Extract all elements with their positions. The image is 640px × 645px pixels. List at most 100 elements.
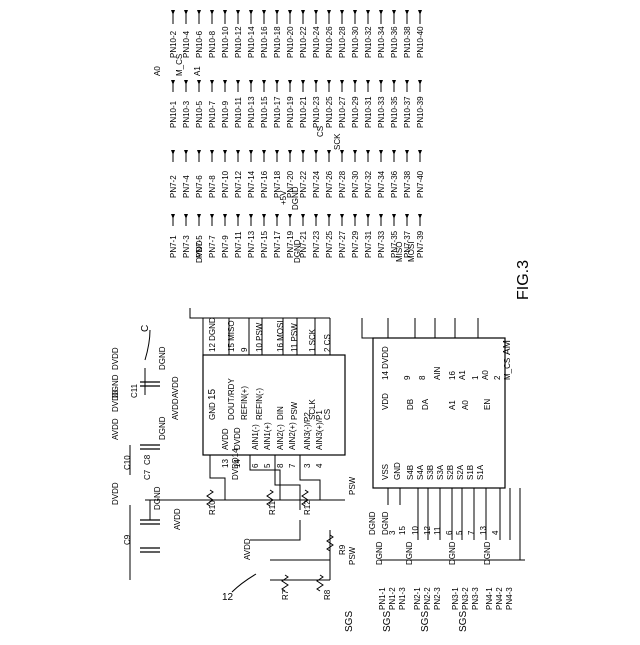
bottom-ground-labels: DGNDDGNDDGNDDGND	[375, 541, 492, 565]
svg-text:PN10-40: PN10-40	[416, 26, 425, 58]
ic15-ref: 15	[207, 388, 218, 400]
svg-text:PN2-3: PN2-3	[433, 587, 442, 610]
pn7-pin-lead-arrow	[366, 150, 370, 155]
svg-text:SGS: SGS	[344, 611, 355, 632]
avdd-label: AVDD	[173, 508, 182, 530]
svg-text:R9: R9	[338, 544, 347, 555]
svg-text:PN10-18: PN10-18	[273, 26, 282, 58]
ic15-pin-label: 9	[240, 347, 249, 352]
svg-text:PN10-38: PN10-38	[403, 26, 412, 58]
svg-text:S4A: S4A	[416, 464, 425, 480]
svg-text:PN10-6: PN10-6	[195, 30, 204, 58]
pn10-signal-mcs: M_CS	[175, 54, 184, 76]
ic15-pin-labels: 12 DGND15 MISO910 PSW16 MOSI11 PSW1 SCK2…	[208, 317, 332, 352]
pn7-pin-lead-arrow	[314, 214, 318, 219]
am-pin-label: A0	[481, 370, 490, 380]
svg-text:13: 13	[221, 459, 230, 468]
pn10-even-column: PN10-2PN10-4PN10-6PN10-8PN10-10PN10-12PN…	[169, 10, 425, 58]
svg-text:PN10-10: PN10-10	[221, 26, 230, 58]
pn10-pin-label: PN10-29	[351, 96, 360, 128]
ic15-inner-label: REFIN(+)	[240, 386, 249, 420]
ic15-ain-label: DVDD	[233, 427, 242, 450]
svg-text:PN7-8: PN7-8	[208, 175, 217, 198]
svg-text:6: 6	[445, 530, 454, 535]
svg-text:PN7-34: PN7-34	[377, 170, 386, 198]
pn7-pin-lead-arrow	[184, 150, 188, 155]
svg-text:PN10-7: PN10-7	[208, 100, 217, 128]
svg-text:R10: R10	[208, 500, 217, 515]
pn10-pin-lead-arrow	[366, 80, 370, 85]
ic15-pin-number: 7	[288, 463, 297, 468]
pn10-pin-label: PN10-15	[260, 96, 269, 128]
ic15-inner-label: CS	[323, 409, 332, 420]
pn7-pin-lead-arrow	[236, 214, 240, 219]
svg-text:4: 4	[491, 530, 500, 535]
pn7-pin-label: PN7-31	[364, 230, 373, 258]
am-pin-label: 8	[418, 375, 427, 380]
svg-text:PN7-38: PN7-38	[403, 170, 412, 198]
am-inner-labels: VDDDBDAA1A0ENVSSGNDS4BS4AS3BS3AS2BS2AS1B…	[381, 393, 492, 480]
pn7-signal-miso: MISO	[395, 242, 404, 262]
svg-text:S1A: S1A	[476, 464, 485, 480]
svg-text:PN10-34: PN10-34	[377, 26, 386, 58]
pn10-signal-sck: SCK	[333, 133, 342, 150]
svg-text:2 CS: 2 CS	[323, 334, 332, 352]
am-bottom-label: 3	[388, 530, 397, 535]
pn7-pin-label: PN7-8	[208, 175, 217, 198]
am-inner-label: DB	[406, 399, 415, 410]
svg-text:15: 15	[398, 526, 407, 535]
bottom-connector-label: PN3-2	[461, 587, 470, 610]
pn10-pin-lead-arrow	[184, 10, 188, 15]
pn10-pin-label: PN10-28	[338, 26, 347, 58]
am-pin-label: 2	[493, 375, 502, 380]
pn7-pin-lead-arrow	[223, 150, 227, 155]
am-pin-label: 9	[403, 375, 412, 380]
svg-text:PN10-37: PN10-37	[403, 96, 412, 128]
supply-label: DVDD	[111, 347, 120, 370]
am-bottom-label: 15	[398, 526, 407, 535]
am-inner-label: S4A	[416, 464, 425, 480]
svg-text:PN7-12: PN7-12	[234, 170, 243, 198]
svg-text:CS: CS	[316, 126, 325, 137]
svg-text:A0: A0	[153, 66, 162, 76]
am-inner-label: EN	[483, 399, 492, 410]
svg-text:PN7-22: PN7-22	[299, 170, 308, 198]
pn10-pin-lead-arrow	[353, 80, 357, 85]
pn10-pin-lead-arrow	[236, 10, 240, 15]
svg-text:R12: R12	[303, 500, 312, 515]
pn7-pin-label: PN7-2	[169, 175, 178, 198]
pn7-pin-lead-arrow	[262, 150, 266, 155]
supply-label: AVDD	[243, 538, 252, 560]
svg-text:DOUT/RDY: DOUT/RDY	[227, 378, 236, 420]
pn10-pin-lead-arrow	[327, 80, 331, 85]
svg-text:DVDD: DVDD	[111, 347, 120, 370]
pn10-pin-label: PN10-37	[403, 96, 412, 128]
supply-label: DVDD	[111, 482, 120, 505]
am-bottom-label: 7	[467, 530, 476, 535]
pn7-pin-label: PN7-14	[247, 170, 256, 198]
ground-label: DGND	[405, 541, 414, 565]
pn7-pin-label: PN7-3	[182, 235, 191, 258]
passive-label: R9	[338, 544, 347, 555]
ic15-ain-label: AIN2(+)	[288, 422, 297, 450]
pn7-pin-lead-arrow	[405, 214, 409, 219]
svg-text:PN4-2: PN4-2	[495, 587, 504, 610]
bottom-connector-label: PN1-1	[378, 587, 387, 610]
pn7-pin-lead-arrow	[210, 214, 214, 219]
supply-label: AVDD	[171, 398, 180, 420]
supply-label: DGND	[158, 416, 167, 440]
svg-text:S2B: S2B	[446, 465, 455, 480]
svg-text:11: 11	[433, 526, 442, 535]
am-pin-label: 1	[471, 375, 480, 380]
pn10-pin-lead-arrow	[275, 80, 279, 85]
pn10-pin-lead-arrow	[314, 10, 318, 15]
passive-label: C9	[123, 534, 132, 545]
svg-text:4: 4	[315, 463, 324, 468]
svg-text:AIN1(-): AIN1(-)	[251, 424, 260, 450]
pn7-pin-lead-arrow	[301, 214, 305, 219]
svg-text:PN7-16: PN7-16	[260, 170, 269, 198]
pn7-pin-label: PN7-40	[416, 170, 425, 198]
am-bottom-label: 10	[411, 526, 420, 535]
svg-text:PN2-2: PN2-2	[423, 587, 432, 610]
svg-text:DGND: DGND	[153, 486, 162, 510]
